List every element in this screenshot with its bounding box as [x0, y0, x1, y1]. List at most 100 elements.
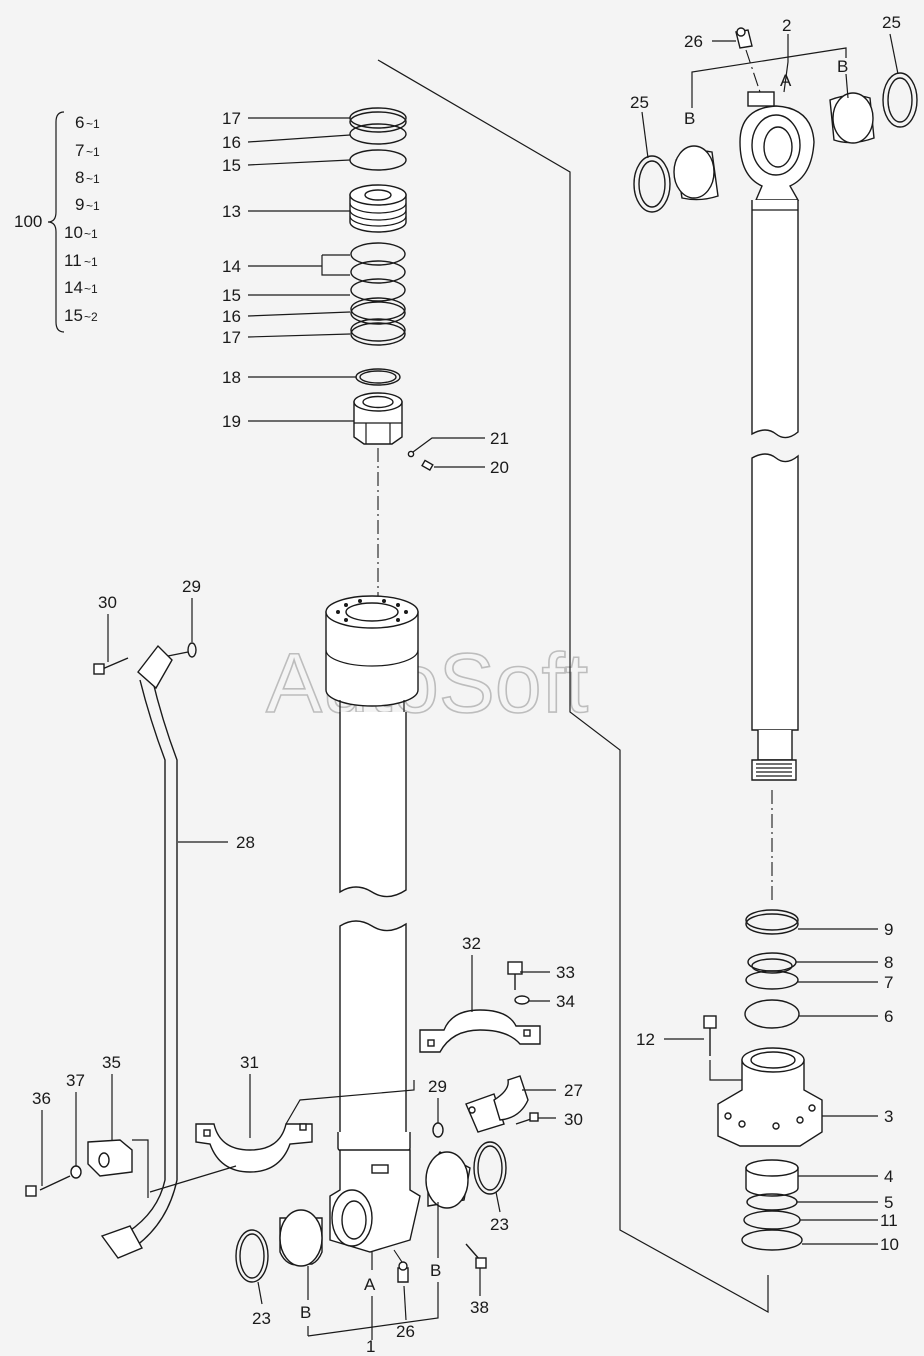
seal-25-right-inner	[887, 77, 913, 123]
seal-23-left-inner	[239, 1233, 265, 1279]
ring-17-top	[349, 107, 407, 129]
callout-label: 35	[102, 1053, 121, 1072]
bolt-hole	[344, 603, 348, 607]
clamp-block-35	[25, 1139, 149, 1198]
callout-label: 19	[222, 412, 241, 431]
callout-label: 21	[490, 429, 509, 448]
callout-label: 7	[884, 973, 893, 992]
callout-label: 25	[630, 93, 649, 112]
callout-label: B	[430, 1261, 441, 1280]
bolt-hole	[396, 603, 400, 607]
grease-nipple-26-top-head	[736, 27, 746, 37]
clamp-31-leader	[285, 1080, 415, 1125]
callout-label: 15	[222, 156, 241, 175]
ring-14a	[350, 242, 406, 266]
callout-label: 4	[884, 1167, 893, 1186]
ring-14b	[350, 260, 406, 284]
bolt-30b-head	[529, 1112, 539, 1122]
callout-label: 28	[236, 833, 255, 852]
piston-rod	[735, 27, 815, 904]
washer-18-inner	[359, 370, 397, 384]
kit-item-qty: ~1	[86, 172, 100, 186]
elbow-27-group	[432, 1075, 539, 1138]
gland-hole	[724, 1112, 732, 1120]
callout-label: B	[300, 1303, 311, 1322]
callout-label: 30	[98, 593, 117, 612]
callout-label: 16	[222, 307, 241, 326]
grease-nipple-26b-head	[398, 1261, 408, 1271]
cylinder-head	[703, 909, 823, 1251]
bolt-12-head	[703, 1015, 717, 1029]
callout-label: 29	[428, 1077, 447, 1096]
kit-list: 100 6 ~1 7 ~1 8 ~1 9 ~1 10 ~1 11 ~1 14 ~…	[14, 111, 100, 333]
tube-base-bore	[341, 1200, 367, 1240]
rod-neck	[757, 730, 793, 761]
callout-label: 31	[240, 1053, 259, 1072]
callout-label: 1	[366, 1337, 375, 1356]
seal-25-left-inner	[638, 160, 666, 208]
callout-label: 29	[182, 577, 201, 596]
bushing-left-face	[279, 1209, 323, 1267]
ring-11	[743, 1210, 801, 1230]
grease-port	[371, 1164, 389, 1174]
ring-10	[741, 1229, 803, 1251]
seal-23-right-inner	[477, 1145, 503, 1191]
tube-head-bore	[345, 602, 399, 622]
bolt-hole	[344, 618, 348, 622]
oring-29b	[432, 1122, 444, 1138]
kit-brace	[47, 111, 65, 333]
kit-item: 9	[75, 195, 84, 214]
rod-bushings	[633, 72, 918, 213]
kit-item-qty: ~1	[86, 145, 100, 159]
clamp-32-hole	[427, 1039, 435, 1047]
gland-3-bore	[750, 1051, 796, 1069]
rod-upper	[751, 200, 799, 439]
leader-lines	[41, 33, 899, 1340]
pipe-28-outer	[127, 679, 166, 1233]
bolt-36-shank	[39, 1175, 71, 1191]
kit-item: 8	[75, 168, 84, 187]
clamp-31-hole	[203, 1129, 211, 1137]
gland-hole	[808, 1104, 816, 1112]
rod-eye-bore	[763, 126, 793, 168]
ring-6	[744, 999, 800, 1029]
callout-label: 37	[66, 1071, 85, 1090]
bolt-hole	[358, 599, 362, 603]
ring-8-inner	[751, 958, 793, 974]
oring-29-top	[187, 642, 197, 658]
clamp-31	[149, 1080, 415, 1193]
kit-item-qty: ~1	[84, 227, 98, 241]
bushing-rod-left-face	[673, 145, 715, 199]
callout-label: 12	[636, 1030, 655, 1049]
seal-23-left	[235, 1229, 269, 1283]
gland-hole	[772, 1122, 780, 1130]
callout-label: B	[837, 57, 848, 76]
ring-17-top-inner	[349, 111, 407, 133]
callout-label: 17	[222, 328, 241, 347]
seal-23-right	[473, 1141, 507, 1195]
cylinder-tube	[325, 595, 421, 1283]
tube-upper	[339, 712, 407, 898]
flange-hole	[468, 1106, 476, 1114]
bushing-4-top	[745, 1159, 799, 1177]
seal-25-left	[633, 155, 671, 213]
seal-9	[745, 909, 799, 931]
piston-stack	[349, 107, 434, 610]
bolt-38-head	[475, 1257, 487, 1269]
callout-label: 23	[252, 1309, 271, 1328]
callout-label: 10	[880, 1235, 899, 1254]
kit-item: 7	[75, 141, 84, 160]
ring-16-top	[349, 123, 407, 145]
kit-item: 15	[64, 306, 83, 325]
leader	[709, 1060, 742, 1081]
callout-label: 20	[490, 458, 509, 477]
callout-label: 27	[564, 1081, 583, 1100]
ring-7	[745, 970, 799, 990]
tube-lower	[339, 920, 407, 1141]
callout-label: 9	[884, 920, 893, 939]
block-35-body	[87, 1139, 133, 1177]
washer-34	[514, 995, 530, 1005]
kit-item-qty: ~1	[84, 282, 98, 296]
gland-hole	[738, 1120, 746, 1128]
